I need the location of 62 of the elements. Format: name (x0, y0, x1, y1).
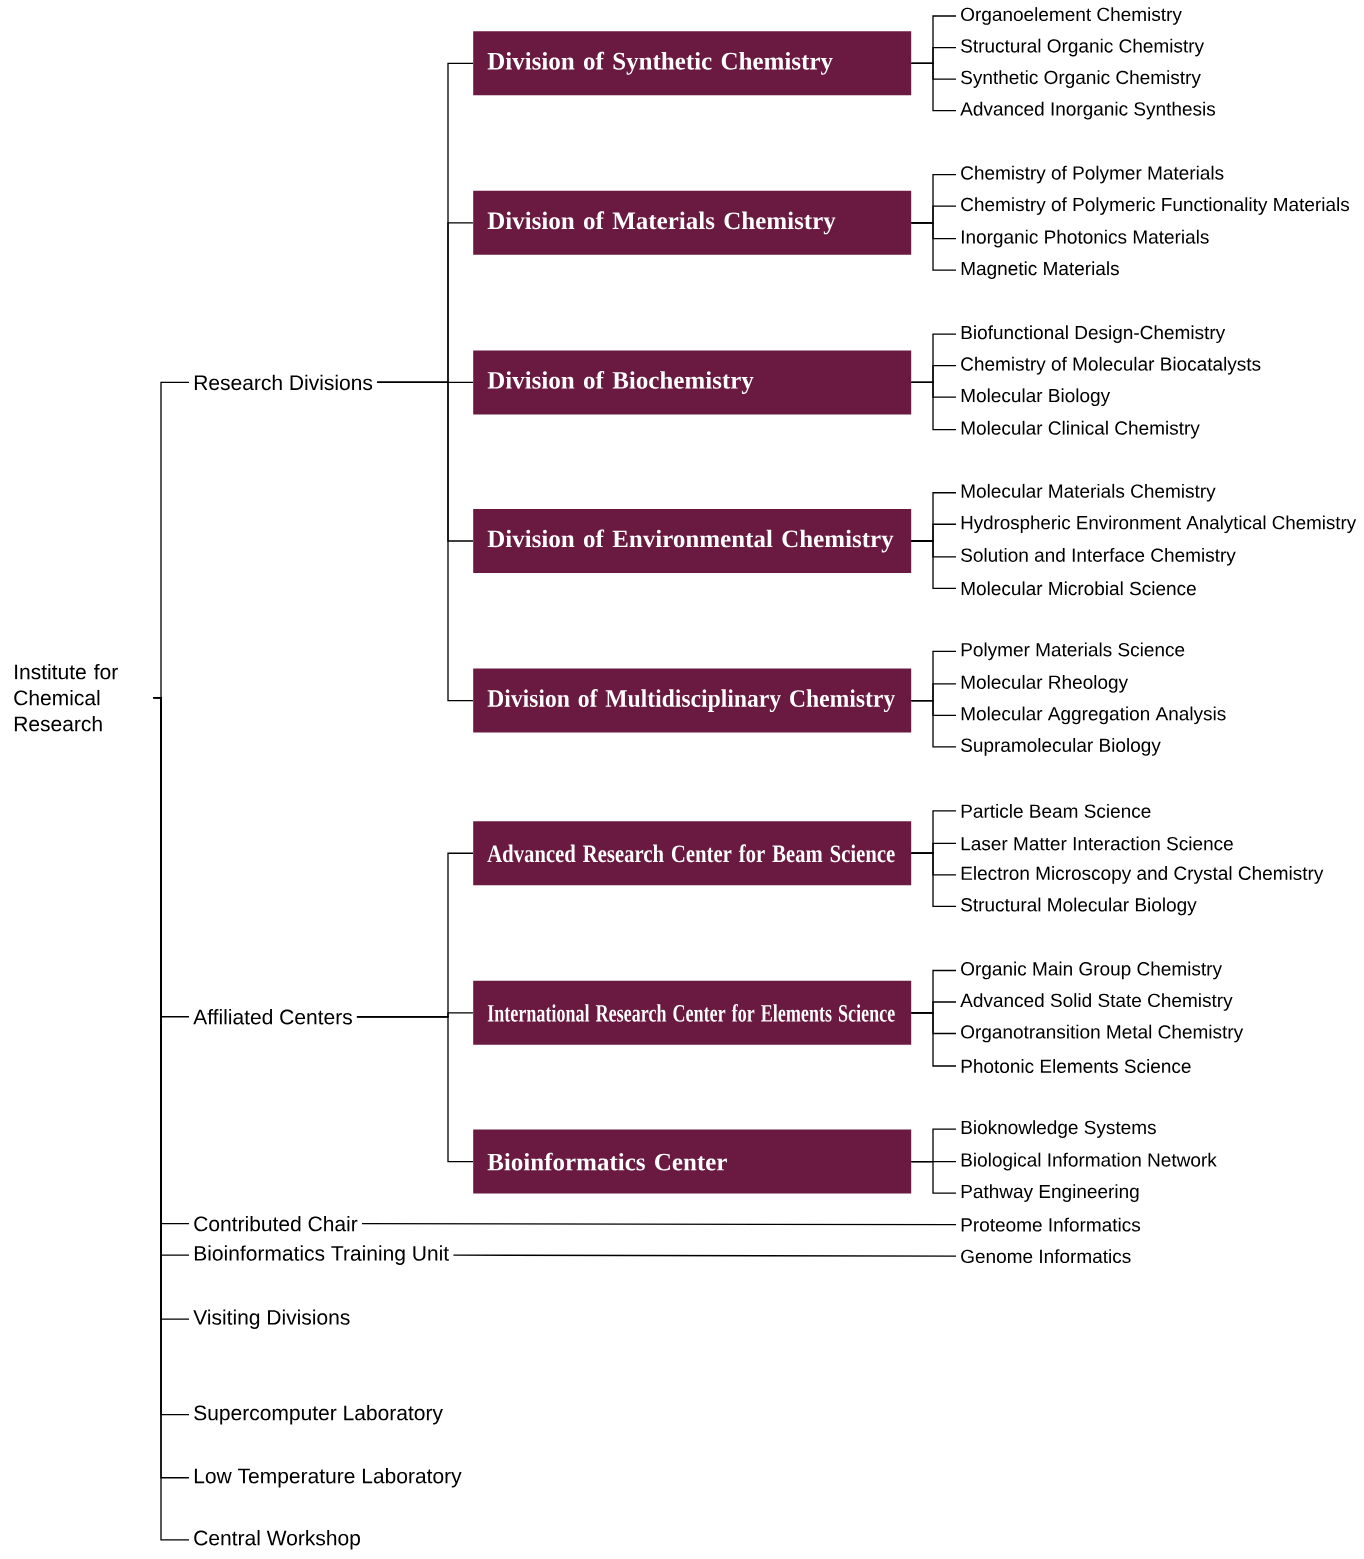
division-box: Division of Biochemistry (473, 350, 912, 415)
connector-line (910, 1160, 957, 1194)
connector-line (452, 1254, 957, 1257)
laboratory-label: Molecular Aggregation Analysis (961, 706, 1226, 725)
laboratory-label: Supramolecular Biology (961, 738, 1161, 756)
laboratory-label: Molecular Materials Chemistry (961, 483, 1216, 502)
unit-label: Affiliated Centers (193, 1009, 352, 1025)
division-box: International Research Center for Elements Science (473, 980, 912, 1045)
connector-line (910, 699, 957, 748)
laboratory-label: Magnetic Materials (961, 261, 1119, 279)
laboratory-label: Molecular Clinical Chemistry (961, 420, 1200, 439)
division-box: Bioinformatics Center (473, 1129, 912, 1194)
laboratory-label: Molecular Biology (961, 388, 1111, 407)
laboratory-label: Solution and Interface Chemistry (961, 547, 1236, 566)
laboratory-label: Synthetic Organic Chemistry (961, 70, 1201, 88)
laboratory-label: Inorganic Photonics Materials (961, 229, 1209, 248)
connector-line (361, 1222, 957, 1226)
laboratory-label: Biological Information Network (961, 1152, 1217, 1171)
division-box: Division of Synthetic Chemistry (473, 31, 912, 96)
laboratory-label: Chemistry of Molecular Biocatalysts (961, 356, 1261, 375)
laboratory-label: Biofunctional Design-Chemistry (961, 325, 1226, 343)
connector-line (910, 540, 957, 589)
unit-label: Visiting Divisions (193, 1309, 350, 1329)
laboratory-label: Chemistry of Polymer Materials (961, 165, 1224, 184)
laboratory-label: Electron Microscopy and Crystal Chemistry (961, 866, 1324, 884)
laboratory-label: Organotransition Metal Chemistry (961, 1024, 1244, 1043)
division-box: Division of Multidisciplinary Chemistry (473, 668, 912, 733)
unit-label: Supercomputer Laboratory (194, 1404, 443, 1425)
laboratory-label: Advanced Inorganic Synthesis (960, 101, 1216, 120)
unit-label: Central Workshop (194, 1530, 360, 1550)
connector-line (910, 381, 957, 431)
connector-line (910, 62, 957, 112)
laboratory-label: Pathway Engineering (961, 1184, 1139, 1202)
laboratory-label: Structural Organic Chemistry (961, 38, 1204, 57)
division-box: Advanced Research Center for Beam Science (473, 821, 912, 886)
laboratory-label: Particle Beam Science (961, 803, 1151, 818)
unit-label: Research Divisions (194, 374, 373, 391)
connector-line (376, 381, 474, 702)
division-box: Division of Environmental Chemistry (473, 509, 912, 573)
unit-label: Contributed Chair (194, 1215, 358, 1232)
laboratory-label: Organic Main Group Chemistry (961, 961, 1222, 980)
institute-label: Institute for Chemical Research (14, 663, 118, 732)
laboratory-label: Organoelement Chemistry (961, 7, 1182, 25)
laboratory-label: Chemistry of Polymeric Functionality Materials (961, 197, 1350, 215)
laboratory-label: Advanced Solid State Chemistry (960, 993, 1233, 1011)
laboratory-label: Proteome Informatics (961, 1217, 1141, 1232)
connector-line (910, 852, 957, 908)
laboratory-label: Molecular Rheology (961, 675, 1128, 693)
laboratory-label: Polymer Materials Science (961, 642, 1185, 661)
connector-line (910, 1012, 957, 1067)
laboratory-label: Molecular Microbial Science (961, 581, 1196, 596)
laboratory-label: Bioknowledge Systems (961, 1120, 1156, 1138)
unit-label: Low Temperature Laboratory (194, 1467, 462, 1488)
laboratory-label: Photonic Elements Science (961, 1059, 1191, 1073)
unit-label: Bioinformatics Training Unit (194, 1245, 449, 1265)
division-box: Division of Materials Chemistry (473, 190, 912, 255)
laboratory-label: Hydrospheric Environment Analytical Chemistry (961, 515, 1357, 534)
laboratory-label: Structural Molecular Biology (961, 897, 1197, 916)
laboratory-label: Laser Matter Interaction Science (961, 836, 1233, 851)
laboratory-label: Genome Informatics (961, 1249, 1131, 1264)
connector-line (356, 1016, 474, 1163)
connector-line (910, 222, 957, 271)
